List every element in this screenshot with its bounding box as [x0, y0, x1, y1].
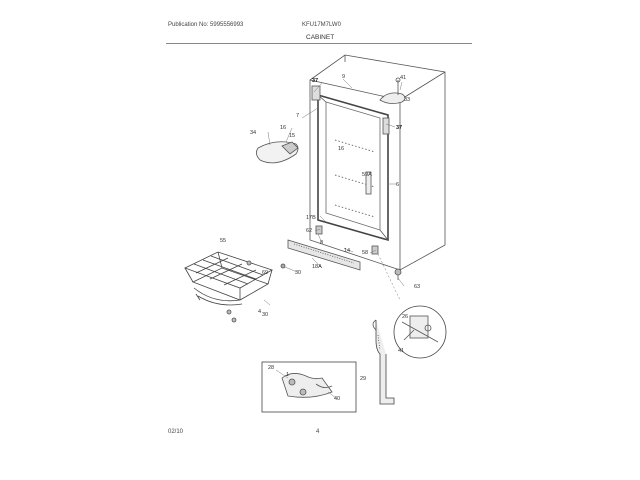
- drain-tube: [372, 319, 395, 405]
- callout-15: 15: [289, 133, 295, 139]
- callout-16b: 16: [338, 146, 344, 152]
- door-handle: [256, 141, 299, 164]
- callout-58: 58: [362, 250, 368, 256]
- callout-59a: 59A: [362, 172, 372, 178]
- inset-detail-circle: [393, 305, 447, 359]
- callout-37b: 37: [396, 125, 402, 131]
- leader-lines: [263, 78, 405, 306]
- wire-basket: [183, 251, 273, 306]
- callout-6: 6: [396, 182, 399, 188]
- callout-18a: 18A: [312, 264, 322, 270]
- callout-8: 8: [320, 240, 323, 246]
- leveling-feet: [280, 225, 402, 280]
- callout-4b: 4: [258, 309, 261, 315]
- top-hinge: [379, 77, 406, 104]
- callout-9: 9: [342, 74, 345, 80]
- page-number: 4: [316, 429, 320, 435]
- section-title: CABINET: [306, 34, 335, 41]
- callout-62: 62: [306, 228, 312, 234]
- callout-41: 41: [400, 75, 406, 81]
- callout-29: 29: [360, 376, 366, 382]
- toe-grille: [287, 239, 361, 271]
- callout-37a: 37: [312, 78, 318, 84]
- header-rule: [166, 43, 472, 44]
- callout-69: 69: [262, 270, 268, 276]
- callout-14: 14: [344, 248, 350, 254]
- callout-63: 63: [414, 284, 420, 290]
- callout-40: 40: [334, 396, 340, 402]
- callout-55: 55: [220, 238, 226, 244]
- callout-34: 34: [250, 130, 256, 136]
- publication-number: Publication No: 5995556993: [168, 22, 244, 28]
- callout-labels: 37 9 41 33 37 7 16 34 15 16 59A 6 17B 62…: [220, 74, 420, 402]
- callout-1: 1: [286, 372, 289, 378]
- footer-date: 02/10: [168, 429, 184, 435]
- callout-26: 26: [402, 314, 408, 320]
- model-number: KFU17M7LW0: [302, 22, 341, 28]
- inset-detail-box: [261, 361, 357, 413]
- callout-17b: 17B: [306, 215, 316, 221]
- basket-clips: [226, 260, 252, 323]
- callout-41b: 41: [398, 348, 404, 354]
- callout-30: 30: [295, 270, 301, 276]
- callout-16: 16: [280, 125, 286, 131]
- callout-7: 7: [296, 113, 299, 119]
- inner-liner: [311, 85, 390, 242]
- callout-28: 28: [268, 365, 274, 371]
- callout-30b: 30: [262, 312, 268, 318]
- callout-33: 33: [404, 97, 410, 103]
